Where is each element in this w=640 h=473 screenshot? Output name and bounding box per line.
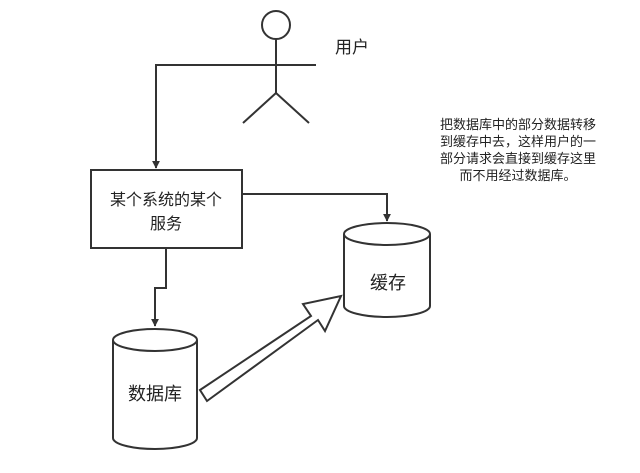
service-box <box>90 169 243 249</box>
note-line: 到缓存中去，这样用户的一 <box>439 135 596 150</box>
user-to-service-connector <box>152 64 276 169</box>
note-line: 部分请求会直接到缓存这里 <box>439 152 596 167</box>
service-to-cache-connector <box>242 193 391 222</box>
database-to-cache-arrow <box>198 294 343 403</box>
user-actor-icon <box>236 10 316 124</box>
cache-cylinder-icon <box>343 222 431 318</box>
note-line: 而不用经过数据库。 <box>459 169 577 184</box>
service-label-line1: 某个系统的某个 <box>110 190 222 209</box>
database-label: 数据库 <box>128 384 182 405</box>
service-to-database-connector <box>151 248 167 327</box>
explanation-note: 把数据库中的部分数据转移 到缓存中去，这样用户的一 部分请求会直接到缓存这里 而… <box>404 117 632 185</box>
cache-label: 缓存 <box>370 273 406 294</box>
database-cylinder-icon <box>112 328 198 450</box>
user-label: 用户 <box>335 38 369 58</box>
service-label-line2: 服务 <box>150 214 182 233</box>
note-line: 把数据库中的部分数据转移 <box>439 118 596 133</box>
